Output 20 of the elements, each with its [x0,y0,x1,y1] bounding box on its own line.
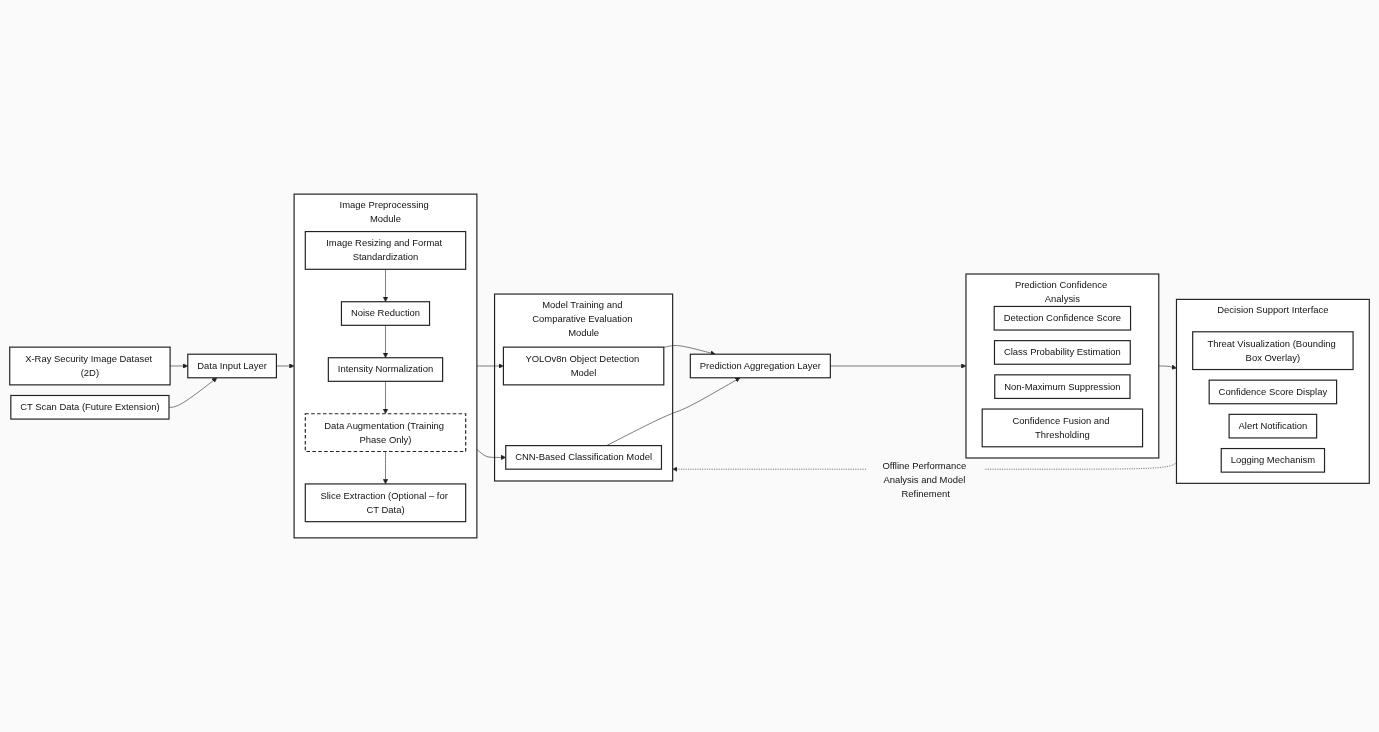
node-box: Alert Notification [1228,413,1318,439]
node-box: Confidence Fusion and Thresholding [981,408,1144,448]
node-box: Image Resizing and Format Standardization [304,230,467,270]
node-box: Non-Maximum Suppression [994,374,1131,399]
node-box: Slice Extraction (Optional – for CT Data) [304,483,467,523]
node-box: Noise Reduction [340,301,431,326]
node-box: CNN-Based Classification Model [505,445,663,470]
node-box: Intensity Normalization [327,357,444,382]
node-box: CT Scan Data (Future Extension) [10,394,170,420]
node-box: Class Probability Estimation [993,340,1131,365]
node-box: Logging Mechanism [1220,447,1326,473]
edge-label: Offline Performance Analysis and Model Refinement [882,460,967,499]
node-box: Data Augmentation (Training Phase Only) [304,413,467,453]
node-box: Threat Visualization (Bounding Box Overlay) [1192,331,1354,371]
node-box: Confidence Score Display [1208,379,1338,405]
node-box: X-Ray Security Image Dataset (2D) [9,346,171,386]
node-box: Prediction Aggregation Layer [689,353,831,379]
node-box: Data Input Layer [187,353,277,379]
node-box: Detection Confidence Score [993,305,1132,331]
node-box: YOLOv8n Object Detection Model [502,346,665,386]
